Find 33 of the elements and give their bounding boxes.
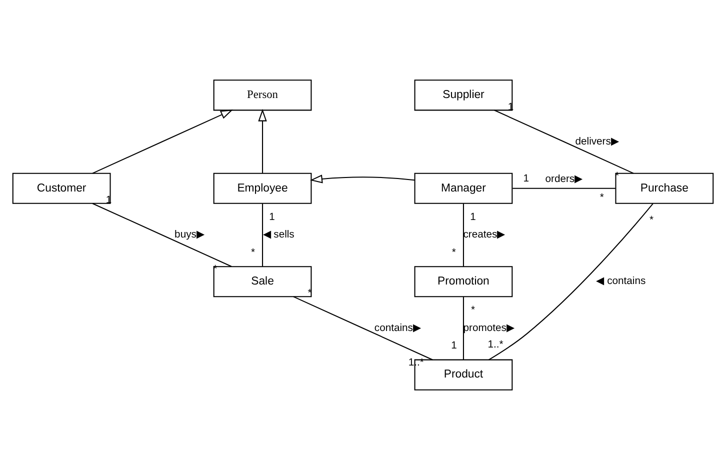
label: *: [650, 214, 654, 226]
edge-label: creates▶: [463, 230, 506, 241]
connector: [92, 203, 232, 267]
connector: [293, 296, 433, 360]
connector: [494, 110, 634, 174]
node-box: Manager: [414, 172, 513, 204]
label: *: [470, 305, 475, 316]
edge-label: buys▶: [174, 230, 204, 241]
node-box: Person: [213, 80, 312, 111]
label: 1: [523, 173, 530, 184]
edge-label: contains▶: [374, 322, 421, 334]
connector: [512, 188, 616, 189]
label: 1: [269, 212, 275, 223]
edge-label: orders▶: [545, 174, 583, 186]
connector: [462, 204, 464, 266]
label: 1..*: [488, 339, 504, 350]
label: *: [452, 247, 456, 258]
label: *: [251, 247, 256, 258]
label: 1: [470, 212, 476, 223]
edge-label: ◀ contains: [596, 276, 646, 288]
arrow: [258, 108, 267, 174]
node-box: Employee: [213, 172, 312, 204]
label: 1: [451, 340, 457, 352]
arrow: [310, 174, 415, 184]
connector: [262, 204, 264, 266]
label: *: [600, 192, 604, 204]
connector: [462, 296, 464, 360]
edge-label: ◀ sells: [262, 230, 294, 241]
connector: [488, 203, 654, 360]
edge-label: promotes▶: [463, 322, 514, 334]
edge-label: delivers▶: [575, 136, 619, 148]
node-box: Promotion: [414, 266, 513, 298]
arrow: [92, 110, 233, 174]
